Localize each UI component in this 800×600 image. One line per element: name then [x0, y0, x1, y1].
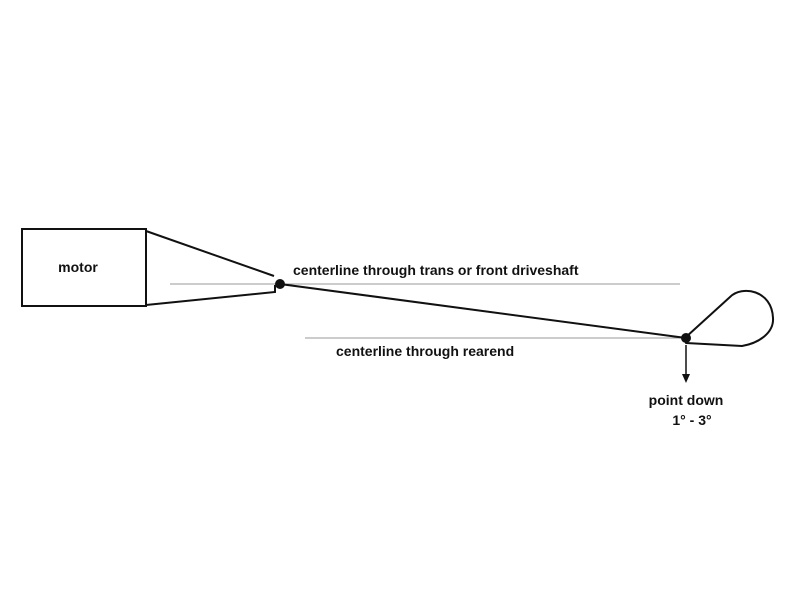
transmission-taper-top: [145, 230, 275, 277]
pinion-note-line1: point down: [649, 392, 724, 408]
front-ujoint-dot: [275, 279, 285, 289]
rearend-housing: [685, 289, 775, 347]
motor-box: [21, 228, 147, 307]
rear-ujoint-dot: [681, 333, 691, 343]
driveshaft-line: [279, 283, 687, 339]
transmission-taper-bottom: [145, 285, 276, 306]
pinion-note-line2: 1° - 3°: [672, 412, 711, 428]
motor-label: motor: [58, 259, 98, 275]
rearend-centerline-label: centerline through rearend: [336, 343, 514, 359]
trans-centerline-label: centerline through trans or front drives…: [293, 262, 579, 278]
pinion-down-arrow-head: [682, 374, 690, 383]
